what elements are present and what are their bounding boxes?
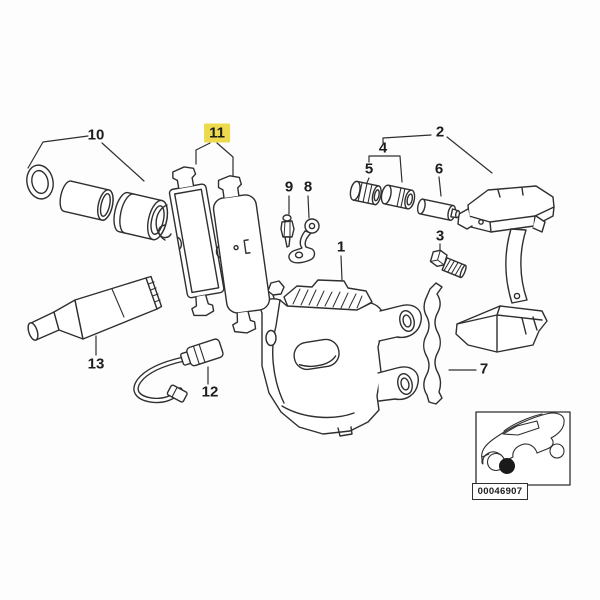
- dust-cap-drawing: [113, 191, 169, 241]
- guide-bushing-cap-drawing: [349, 180, 382, 206]
- part-callout-8[interactable]: 8: [303, 178, 313, 196]
- guide-pin-drawing: [416, 198, 461, 221]
- anti-rattle-spring-drawing: [423, 282, 443, 405]
- part-callout-13[interactable]: 13: [87, 355, 105, 373]
- caliper-carrier-drawing: [455, 185, 555, 353]
- part-callout-6[interactable]: 6: [434, 160, 444, 178]
- part-callout-2[interactable]: 2: [435, 123, 445, 141]
- brake-caliper-drawing: [260, 279, 422, 437]
- grease-tube-drawing: [27, 275, 163, 341]
- part-callout-3[interactable]: 3: [435, 227, 445, 245]
- bleeder-screw-drawing: [280, 214, 295, 248]
- part-callout-9[interactable]: 9: [284, 178, 294, 196]
- part-callout-10[interactable]: 10: [87, 126, 105, 144]
- car-thumbnail-drawing: [475, 411, 571, 486]
- brake-pad-inner-drawing: [168, 166, 225, 317]
- part-callout-1[interactable]: 1: [336, 238, 346, 256]
- piston-drawing: [59, 180, 114, 221]
- brake-pad-outer-drawing: [212, 175, 271, 334]
- boot-edge-drawing: [155, 204, 172, 241]
- part-callout-5[interactable]: 5: [364, 160, 374, 178]
- part-callout-11[interactable]: 11: [204, 123, 230, 143]
- diagram-code: 00046907: [472, 483, 528, 500]
- mounting-bolt-drawing: [429, 249, 467, 279]
- part-callout-4[interactable]: 4: [378, 139, 388, 157]
- seal-ring-drawing: [26, 164, 54, 200]
- retaining-clip-drawing: [288, 218, 320, 264]
- guide-bushing-drawing: [380, 184, 416, 210]
- part-callout-7[interactable]: 7: [479, 360, 489, 378]
- wear-sensor-drawing: [133, 338, 224, 404]
- leader-lines: [27, 134, 493, 385]
- part-callout-12[interactable]: 12: [201, 383, 219, 401]
